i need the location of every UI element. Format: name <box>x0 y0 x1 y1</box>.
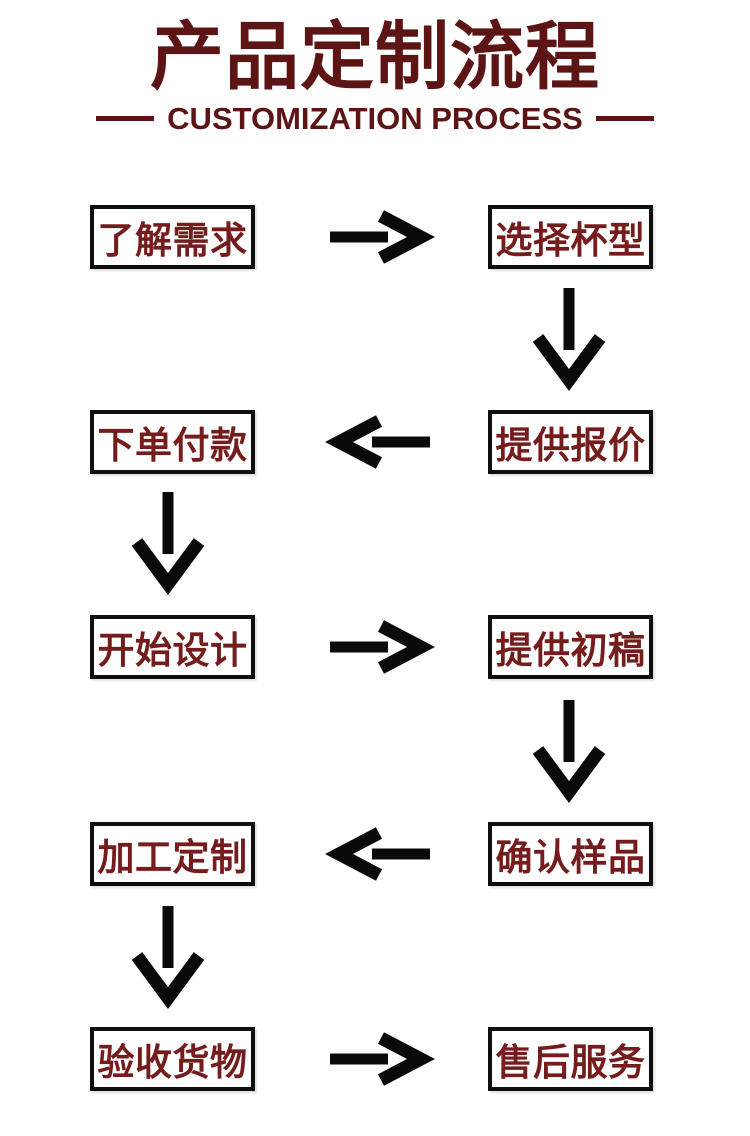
arrow-down-icon <box>131 906 205 1009</box>
arrow-down-icon <box>532 700 606 803</box>
subtitle-dash-left <box>96 116 155 122</box>
subtitle: CUSTOMIZATION PROCESS <box>0 101 750 137</box>
step-select-cup-type: 选择杯型 <box>488 205 653 269</box>
step-understand-requirements: 了解需求 <box>90 205 255 269</box>
arrow-down-icon <box>131 492 205 595</box>
arrow-right-icon <box>330 620 435 674</box>
step-place-order-pay: 下单付款 <box>90 410 255 474</box>
step-after-sales-service: 售后服务 <box>488 1027 653 1091</box>
arrow-left-icon <box>325 415 430 469</box>
step-confirm-sample: 确认样品 <box>488 822 653 886</box>
step-provide-first-draft: 提供初稿 <box>488 615 653 679</box>
arrow-right-icon <box>330 210 435 264</box>
page-title: 产品定制流程 <box>150 15 600 98</box>
arrow-left-icon <box>325 827 430 881</box>
step-process-customize: 加工定制 <box>90 822 255 886</box>
step-start-design: 开始设计 <box>90 615 255 679</box>
header: 产品定制流程 CUSTOMIZATION PROCESS <box>0 0 750 137</box>
subtitle-text: CUSTOMIZATION PROCESS <box>167 100 583 136</box>
arrow-down-icon <box>532 288 606 391</box>
arrow-right-icon <box>330 1032 435 1086</box>
subtitle-dash-right <box>595 116 654 122</box>
step-provide-quotation: 提供报价 <box>488 410 653 474</box>
step-inspect-goods: 验收货物 <box>90 1027 255 1091</box>
